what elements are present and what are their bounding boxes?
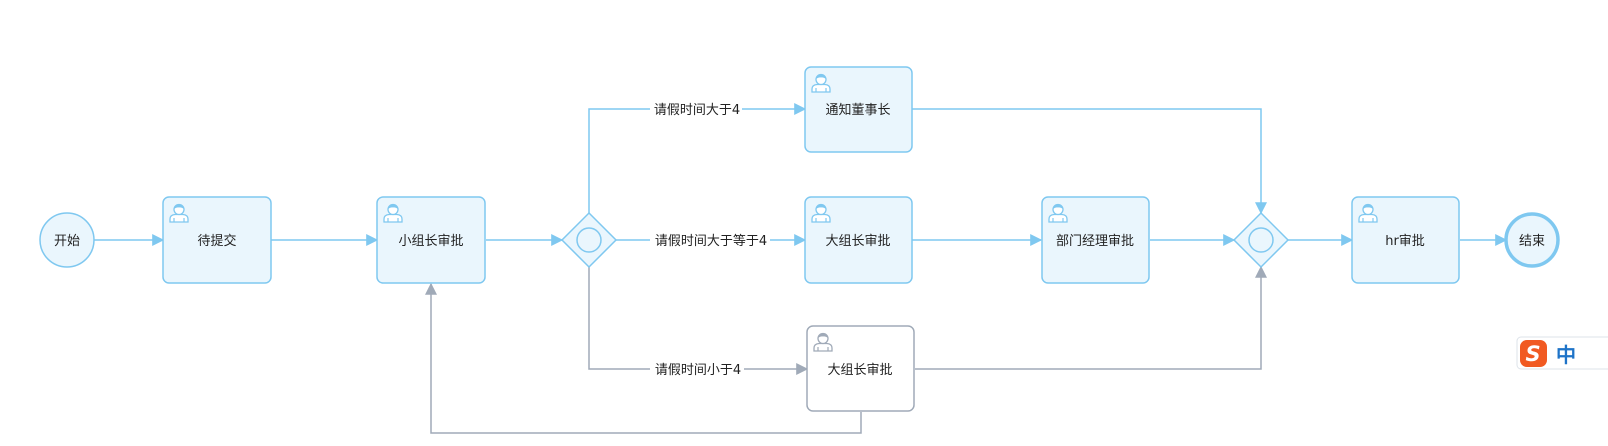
task-dept-manager-label: 部门经理审批 <box>1056 234 1134 249</box>
user-icon <box>169 203 189 223</box>
task-senior-leader-bottom-label: 大组长审批 <box>827 363 892 378</box>
user-icon <box>383 203 403 223</box>
edge-label-lt4: 请假时间小于4 <box>655 363 741 378</box>
user-icon <box>1358 203 1378 223</box>
ime-toolbar[interactable]: S 中 <box>1516 336 1608 370</box>
start-event[interactable]: 开始 <box>39 212 95 268</box>
inclusive-gateway-icon <box>1248 227 1274 253</box>
user-icon <box>811 203 831 223</box>
end-event[interactable]: 结束 <box>1504 212 1560 268</box>
task-senior-leader-top-label: 大组长审批 <box>825 234 890 249</box>
task-notify-chairman-label: 通知董事长 <box>825 102 890 118</box>
ime-logo-letter: S <box>1525 342 1540 366</box>
task-notify-chairman[interactable]: 通知董事长 <box>804 66 913 153</box>
flow-gateway-to-notify-chairman[interactable] <box>588 108 650 213</box>
flow-senior-leader-bottom-back-to-team-leader[interactable] <box>425 282 862 434</box>
flow-notify-chairman-to-join[interactable] <box>912 108 1267 215</box>
task-hr[interactable]: hr审批 <box>1351 196 1460 284</box>
end-event-label: 结束 <box>1519 234 1545 249</box>
ime-mode-label[interactable]: 中 <box>1556 343 1576 367</box>
flow-gateway-to-senior-leader-bottom[interactable] <box>588 267 650 370</box>
user-icon <box>1048 203 1068 223</box>
split-gateway[interactable] <box>560 211 618 269</box>
start-event-label: 开始 <box>54 234 80 249</box>
task-dept-manager[interactable]: 部门经理审批 <box>1041 196 1150 284</box>
task-team-leader[interactable]: 小组长审批 <box>376 196 486 284</box>
task-senior-leader-bottom[interactable]: 大组长审批 <box>806 325 915 412</box>
edge-label-gt4: 请假时间大于4 <box>654 103 740 118</box>
task-submit[interactable]: 待提交 <box>162 196 272 284</box>
sogou-ime-icon: S <box>1520 340 1547 367</box>
join-gateway[interactable] <box>1232 211 1290 269</box>
user-icon <box>813 332 833 352</box>
user-icon <box>811 73 831 93</box>
edge-label-gte4: 请假时间大于等于4 <box>655 233 767 249</box>
task-team-leader-label: 小组长审批 <box>398 234 463 249</box>
task-submit-label: 待提交 <box>197 233 236 249</box>
inclusive-gateway-icon <box>576 227 602 253</box>
task-senior-leader-top[interactable]: 大组长审批 <box>804 196 913 284</box>
flow-senior-leader-bottom-to-join[interactable] <box>915 265 1267 370</box>
task-hr-label: hr审批 <box>1385 234 1425 249</box>
